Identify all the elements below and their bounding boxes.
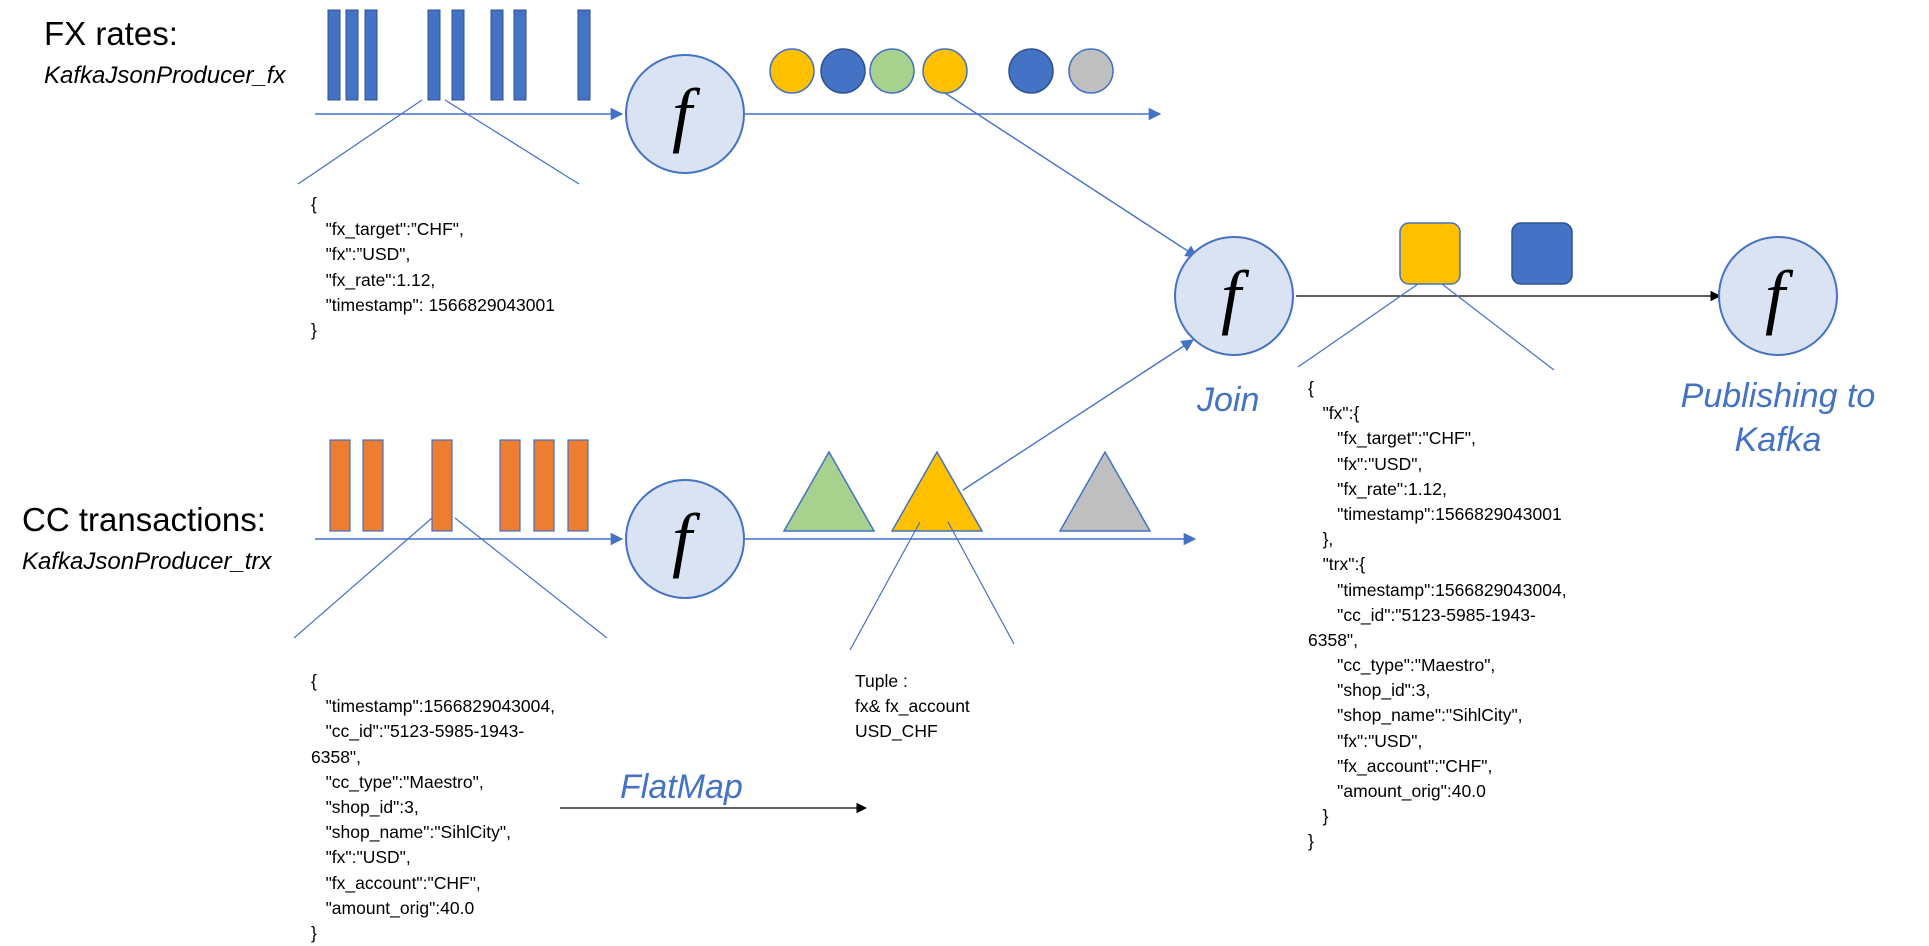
- trx-stream-title: CC transactions:: [22, 501, 266, 538]
- fx-record-bar: [577, 9, 591, 101]
- fx-event-circle: [922, 48, 968, 94]
- json-line: "fx_target":”CHF",: [311, 219, 464, 240]
- json-line: "cc_id":"5123-5985-1943-: [311, 721, 525, 742]
- json-line: "trx":{: [1308, 554, 1366, 575]
- fx-record-bar: [427, 9, 441, 101]
- json-line: "fx_account":"CHF",: [1308, 755, 1493, 776]
- json-line: }: [311, 922, 317, 943]
- json-line: "fx_target":"CHF",: [1308, 428, 1476, 449]
- tuple-callout-line: [849, 521, 921, 651]
- trx-record-bar: [533, 439, 555, 532]
- trx-to-join-arrow: [962, 339, 1195, 491]
- json-line: "timestamp":1566829043004,: [311, 696, 555, 717]
- json-line: "timestamp": 1566829043001: [311, 294, 555, 315]
- joined-record-callout-line: [1297, 283, 1419, 368]
- tuple-line: USD_CHF: [855, 721, 938, 742]
- json-line: "fx":”USD",: [311, 244, 411, 265]
- json-line: }: [1308, 831, 1314, 852]
- fx-record-bar: [364, 9, 378, 101]
- fx-event-circle: [769, 48, 815, 94]
- json-line: "fx":"USD",: [1308, 453, 1423, 474]
- fx-event-circle: [1008, 48, 1054, 94]
- joined-record-square: [1399, 222, 1461, 285]
- fx-record-bar: [451, 9, 465, 101]
- publish-label-line1: Publishing to: [1680, 377, 1876, 415]
- joined-record-callout-line: [1441, 283, 1555, 371]
- json-line: "fx":"USD",: [1308, 730, 1423, 751]
- json-line: {: [1308, 378, 1314, 398]
- json-line: },: [1308, 529, 1334, 550]
- json-line: "shop_id":3,: [1308, 680, 1431, 701]
- fx-record-bar: [327, 9, 341, 101]
- json-line: 6358",: [1308, 629, 1359, 650]
- fx-record-bar: [490, 9, 504, 101]
- trx-record-bar: [362, 439, 384, 532]
- json-line: "cc_type":"Maestro",: [311, 771, 484, 792]
- kafka-publish-function-node: f: [1718, 236, 1838, 356]
- tuple-line: fx& fx_account: [855, 696, 970, 717]
- fx-event-circle: [1068, 48, 1114, 94]
- json-line: "shop_name":"SihlCity",: [1308, 705, 1523, 726]
- fx-stream-title: FX rates:: [44, 15, 178, 52]
- trx-record-callout-line: [454, 517, 608, 639]
- fx-map-function-node: f: [625, 54, 745, 174]
- json-line: "fx":{: [1308, 403, 1360, 424]
- fx-event-circle: [869, 48, 915, 94]
- fx-record-bar: [345, 9, 359, 101]
- fx-record-json: { "fx_target":”CHF", "fx":”USD", "fx_rat…: [311, 192, 555, 343]
- fx-to-join-arrow: [944, 92, 1199, 258]
- trx-record-bar: [431, 439, 453, 532]
- publish-label-line2: Kafka: [1734, 421, 1822, 459]
- trx-tuple-triangle: [890, 450, 984, 532]
- trx-record-json: { "timestamp":1566829043004, "cc_id":"51…: [311, 669, 555, 946]
- trx-record-bar: [567, 439, 589, 532]
- json-line: "fx_account":"CHF",: [311, 872, 481, 893]
- trx-flatmap-function-node: f: [625, 479, 745, 599]
- fx-record-callout-line: [444, 99, 580, 185]
- trx-tuple-triangle: [1058, 450, 1152, 532]
- json-line: "timestamp":1566829043004,: [1308, 579, 1567, 600]
- trx-stream-subtitle: KafkaJsonProducer_trx: [22, 548, 272, 575]
- json-line: "fx_rate":1.12,: [311, 269, 436, 290]
- json-line: "shop_name":"SihlCity",: [311, 822, 511, 843]
- joined-record-json: { "fx":{ "fx_target":"CHF", "fx":"USD", …: [1308, 376, 1567, 855]
- json-line: "amount_orig":40.0: [1308, 781, 1486, 801]
- json-line: "cc_id":"5123-5985-1943-: [1308, 604, 1536, 625]
- json-line: }: [311, 319, 317, 340]
- trx-record-callout-line: [293, 517, 433, 639]
- fx-record-bar: [513, 9, 527, 101]
- fx-record-callout-line: [297, 99, 423, 185]
- json-line: {: [311, 671, 317, 691]
- join-function-node: f: [1174, 236, 1294, 356]
- trx-tuple-triangle: [782, 450, 876, 532]
- trx-record-bar: [499, 439, 521, 532]
- fx-stream-subtitle: KafkaJsonProducer_fx: [44, 62, 286, 89]
- json-line: "fx":"USD",: [311, 847, 411, 868]
- json-line: "fx_rate":1.12,: [1308, 478, 1447, 499]
- fx-event-circle: [820, 48, 866, 94]
- flatmap-label: FlatMap: [620, 768, 743, 806]
- json-line: 6358",: [311, 746, 362, 767]
- tuple-description: Tuple : fx& fx_account USD_CHF: [855, 669, 970, 745]
- json-line: }: [1308, 806, 1329, 827]
- tuple-callout-line: [947, 521, 1015, 645]
- trx-record-bar: [329, 439, 351, 532]
- joined-record-square: [1511, 222, 1573, 285]
- json-line: "shop_id":3,: [311, 796, 419, 817]
- json-line: "cc_type":"Maestro",: [1308, 655, 1496, 676]
- join-label: Join: [1197, 381, 1260, 419]
- tuple-line: Tuple :: [855, 671, 908, 691]
- json-line: "amount_orig":40.0: [311, 897, 475, 918]
- json-line: "timestamp":1566829043001: [1308, 503, 1562, 524]
- json-line: {: [311, 194, 317, 214]
